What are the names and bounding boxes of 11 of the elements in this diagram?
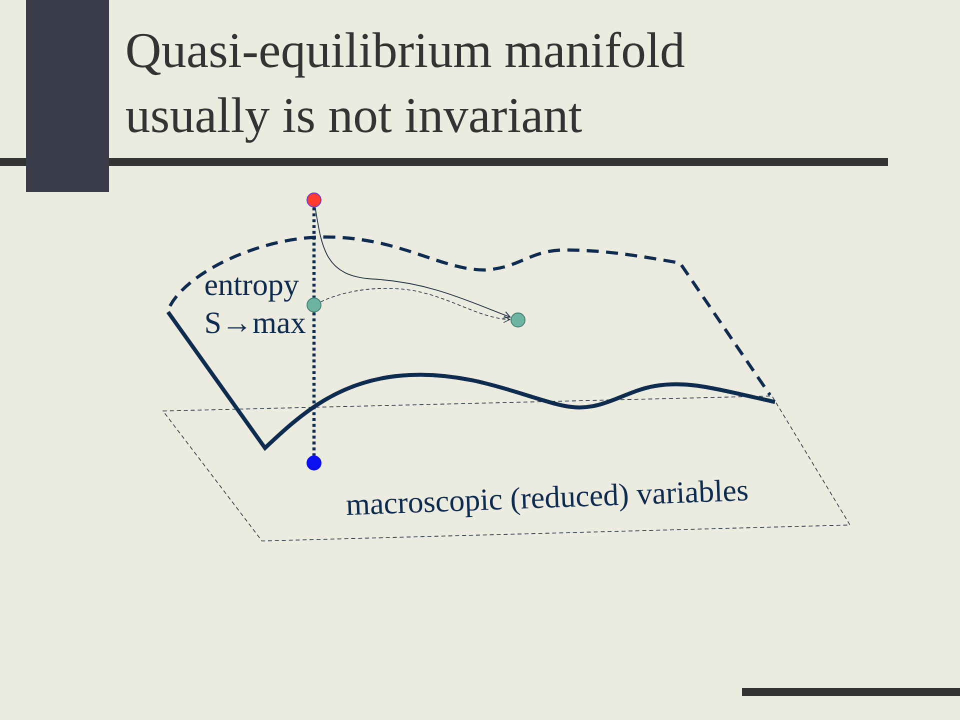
dotted-line <box>312 207 316 298</box>
dot <box>306 192 322 208</box>
dotted-line <box>312 312 316 456</box>
dot <box>510 312 526 328</box>
dot <box>306 456 322 470</box>
annotation-text: entropy S→max <box>205 278 306 334</box>
dot <box>306 298 322 312</box>
arrow <box>314 206 512 319</box>
arrow <box>320 288 511 323</box>
title: Quasi-equilibrium manifold usually is not invariant <box>126 32 684 143</box>
plane-label: macroscopic (reduced) variables <box>346 480 748 518</box>
